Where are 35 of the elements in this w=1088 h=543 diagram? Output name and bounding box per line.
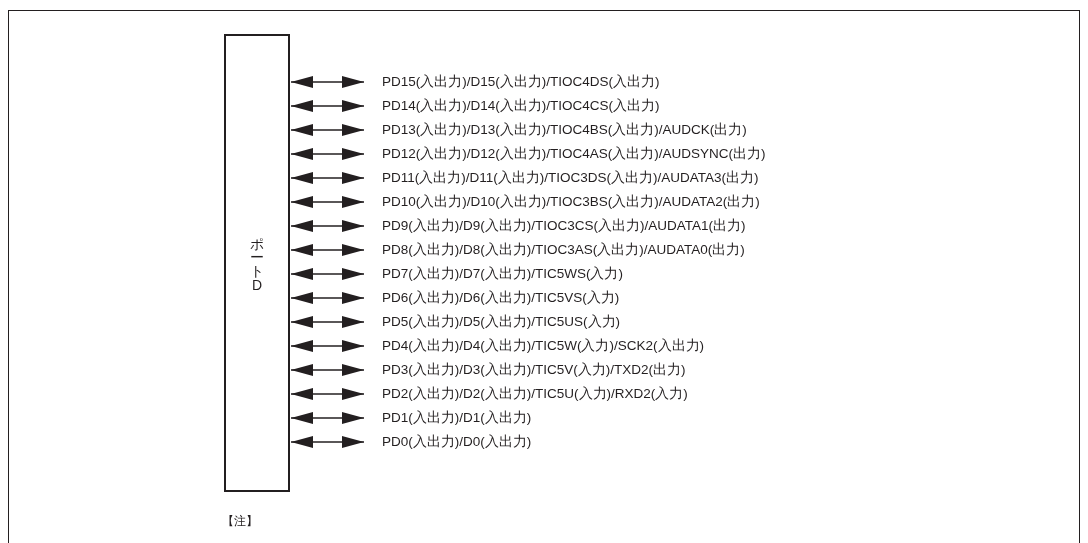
double-arrow: [290, 316, 365, 328]
double-arrow: [290, 76, 365, 88]
pin-function-label: PD6(入出力)/D6(入出力)/TIC5VS(入力): [382, 290, 620, 306]
port-label: ポートD: [249, 227, 265, 299]
pin-function-label: PD7(入出力)/D7(入出力)/TIC5WS(入力): [382, 266, 623, 282]
pin-function-label: PD12(入出力)/D12(入出力)/TIOC4AS(入出力)/AUDSYNC(出力): [382, 146, 766, 162]
double-arrow: [290, 292, 365, 304]
note-label: 【注】: [222, 513, 258, 529]
pin-function-label: PD3(入出力)/D3(入出力)/TIC5V(入力)/TXD2(出力): [382, 362, 686, 378]
pin-function-label: PD11(入出力)/D11(入出力)/TIOC3DS(入出力)/AUDATA3(出力): [382, 170, 759, 186]
pin-function-label: PD4(入出力)/D4(入出力)/TIC5W(入力)/SCK2(入出力): [382, 338, 704, 354]
double-arrow: [290, 124, 365, 136]
double-arrow: [290, 388, 365, 400]
double-arrow: [290, 244, 365, 256]
pin-function-label: PD14(入出力)/D14(入出力)/TIOC4CS(入出力): [382, 98, 660, 114]
pin-function-label: PD8(入出力)/D8(入出力)/TIOC3AS(入出力)/AUDATA0(出力): [382, 242, 745, 258]
double-arrow: [290, 340, 365, 352]
double-arrow: [290, 436, 365, 448]
pin-function-label: PD13(入出力)/D13(入出力)/TIOC4BS(入出力)/AUDCK(出力): [382, 122, 747, 138]
pin-function-label: PD1(入出力)/D1(入出力): [382, 410, 532, 426]
double-arrow: [290, 268, 365, 280]
pin-function-label: PD0(入出力)/D0(入出力): [382, 434, 532, 450]
pin-function-label: PD9(入出力)/D9(入出力)/TIOC3CS(入出力)/AUDATA1(出力): [382, 218, 746, 234]
pin-function-label: PD2(入出力)/D2(入出力)/TIC5U(入力)/RXD2(入力): [382, 386, 688, 402]
double-arrow: [290, 172, 365, 184]
pin-function-label: PD5(入出力)/D5(入出力)/TIC5US(入力): [382, 314, 620, 330]
port-box: [224, 34, 290, 492]
double-arrow: [290, 220, 365, 232]
pin-function-label: PD10(入出力)/D10(入出力)/TIOC3BS(入出力)/AUDATA2(出力): [382, 194, 760, 210]
double-arrow: [290, 100, 365, 112]
double-arrow: [290, 148, 365, 160]
pin-function-label: PD15(入出力)/D15(入出力)/TIOC4DS(入出力): [382, 74, 660, 90]
double-arrow: [290, 412, 365, 424]
double-arrow: [290, 364, 365, 376]
double-arrow: [290, 196, 365, 208]
